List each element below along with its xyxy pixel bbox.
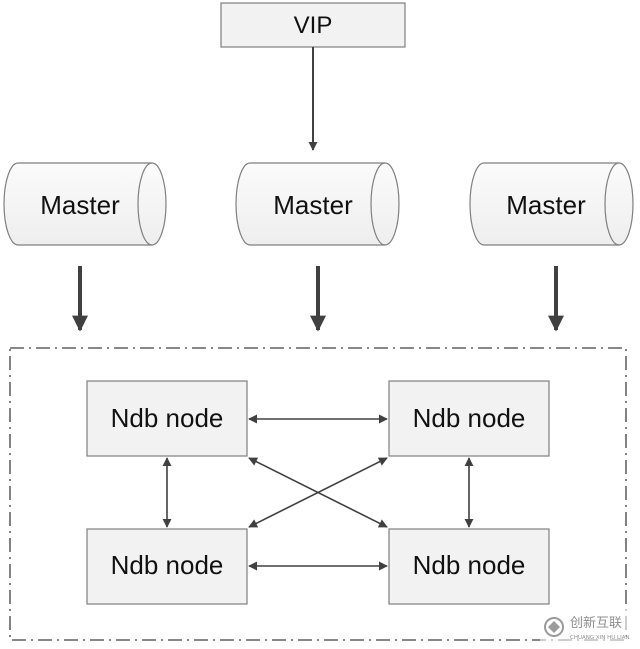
ndb-node: Ndb node: [86, 528, 248, 605]
master-label: Master: [40, 190, 120, 220]
ndb-node: Ndb node: [388, 528, 550, 605]
vip-label: VIP: [294, 12, 333, 39]
ndb-node: Ndb node: [86, 380, 248, 457]
ndb-node-label: Ndb node: [111, 550, 224, 580]
cluster-boundary: [9, 347, 627, 641]
watermark-logo-icon: [544, 617, 564, 637]
ndb-node-label: Ndb node: [413, 403, 526, 433]
diagonal-link-arrow: [248, 457, 388, 528]
watermark-subtitle: CHUANG XIN HU LIAN: [570, 635, 630, 641]
ndb-node-label: Ndb node: [413, 550, 526, 580]
master-node: Master: [235, 162, 400, 246]
ndb-node-label: Ndb node: [111, 403, 224, 433]
ndb-node: Ndb node: [388, 380, 550, 457]
watermark: 创新互联 CHUANG XIN HU LIAN: [540, 606, 640, 649]
master-label: Master: [506, 190, 586, 220]
master-label: Master: [273, 190, 353, 220]
vip-box: VIP: [220, 2, 406, 48]
watermark-title: 创新互联: [570, 615, 622, 631]
master-node: Master: [469, 162, 634, 246]
master-node: Master: [3, 162, 167, 246]
